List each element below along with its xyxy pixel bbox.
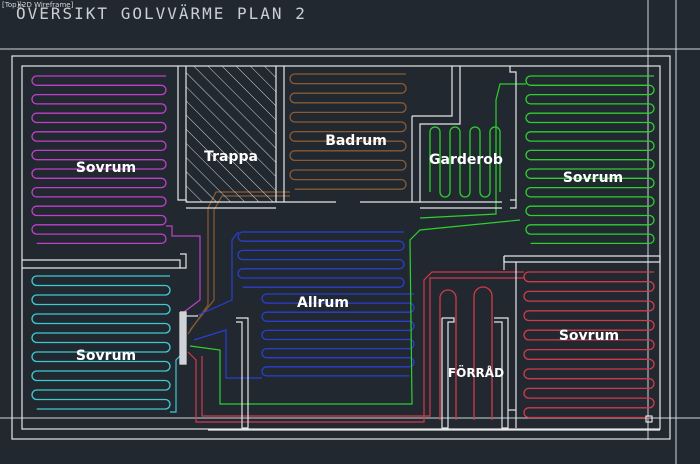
supply-blue-2 [193, 329, 262, 379]
heating-circuit-allrum [237, 231, 415, 377]
heating-loop-forrad-1 [439, 289, 457, 420]
supply-magenta [166, 225, 201, 313]
heating-loop-green [525, 75, 655, 245]
stair-hatch [185, 65, 277, 203]
heating-loop-blue-bottom [261, 293, 415, 377]
heating-circuit-sovrum-ne [525, 75, 655, 245]
room-label-garderob: Garderob [429, 152, 503, 168]
supply-blue [195, 231, 239, 317]
room-label-sovrum-ne: Sovrum [563, 170, 623, 186]
supply-red [187, 271, 524, 423]
supply-green [189, 219, 521, 405]
heating-loop-blue-top [237, 231, 405, 288]
heating-circuit-garderob [429, 126, 501, 198]
supply-green-2 [419, 83, 526, 219]
supply-red-2 [201, 277, 524, 417]
heating-loop-magenta [31, 75, 167, 245]
room-label-trappa: Trappa [204, 149, 258, 165]
room-label-allrum: Allrum [297, 295, 349, 311]
heating-circuit-sovrum-nw [31, 75, 167, 245]
heating-loop-forrad-2 [473, 286, 493, 420]
heating-circuit-sovrum-se [439, 271, 655, 420]
heating-circuit-badrum [289, 73, 407, 190]
heating-circuit-sovrum-sw [31, 275, 171, 410]
distributor [180, 312, 186, 364]
room-label-badrum: Badrum [325, 133, 387, 149]
heating-loop-garderob [429, 126, 501, 198]
room-label-sovrum-nw: Sovrum [76, 160, 136, 176]
walls [11, 55, 671, 440]
room-label-forrad: FÖRRÅD [448, 365, 504, 380]
heating-loop-cyan [31, 275, 171, 410]
heating-loop-orange [289, 73, 407, 190]
viewport-label[interactable]: [Top][2D Wireframe] [2, 1, 74, 9]
drawing-title: ÖVERSIKT GOLVVÄRME PLAN 2 [16, 4, 307, 23]
room-label-sovrum-sw: Sovrum [76, 348, 136, 364]
heating-loop-red [523, 271, 655, 419]
crosshair-cursor-icon [645, 415, 653, 423]
room-label-sovrum-se: Sovrum [559, 328, 619, 344]
